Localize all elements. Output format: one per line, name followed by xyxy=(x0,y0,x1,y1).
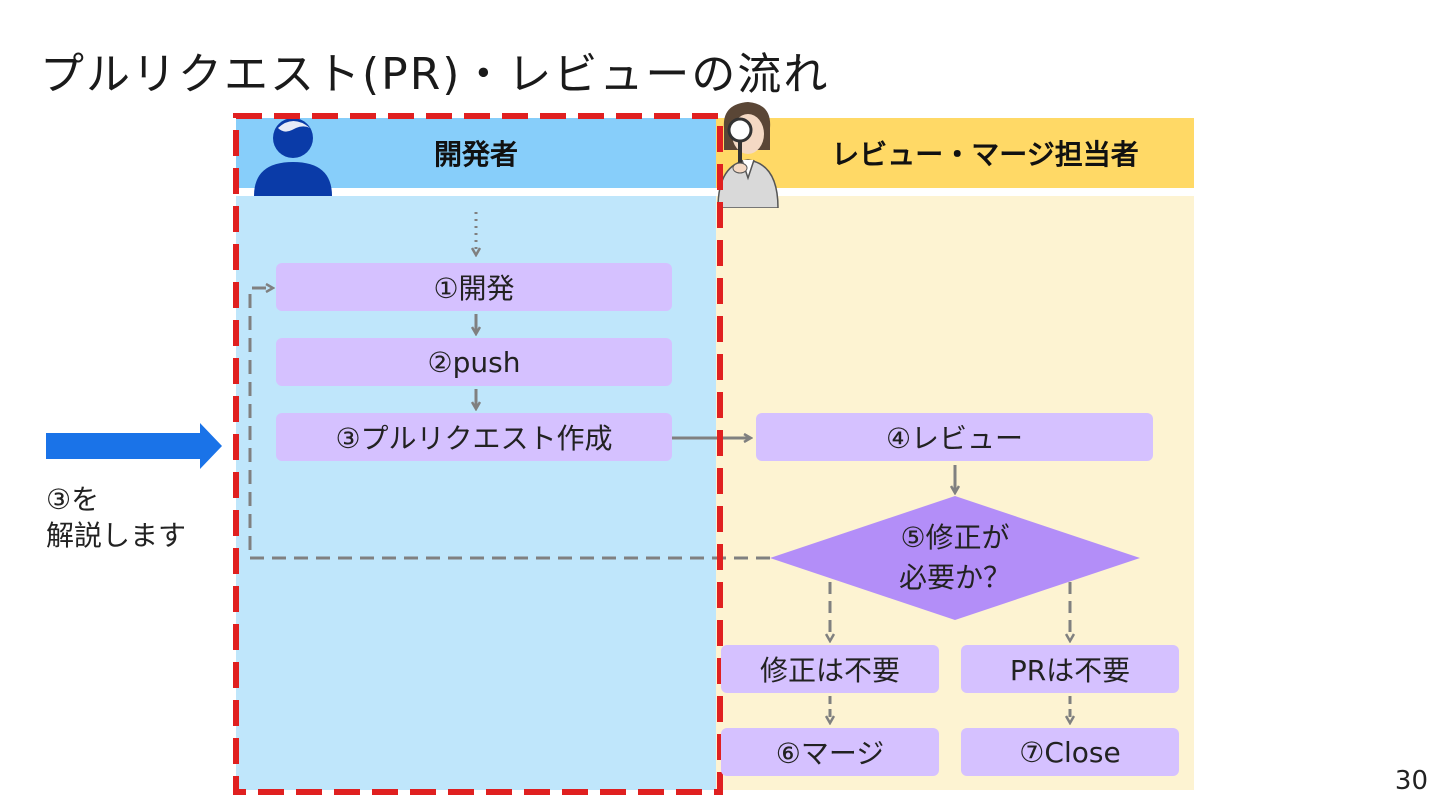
step-1-develop: ①開発 xyxy=(276,263,672,311)
decision-diamond xyxy=(770,496,1140,620)
decision-label: ⑤修正が 必要か？ xyxy=(840,518,1070,598)
step-7-label: ⑦Close xyxy=(1019,735,1121,769)
decision-label-line1: ⑤修正が xyxy=(900,521,1010,554)
step-1-label: ①開発 xyxy=(433,272,515,305)
reviewer-lane-label: レビュー・マージ担当者 xyxy=(831,138,1139,171)
step-2-label: ②push xyxy=(427,345,521,379)
step-4-label: ④レビュー xyxy=(885,422,1024,455)
developer-person-icon xyxy=(254,118,332,196)
explanation-note-line2: 解説します xyxy=(46,519,187,552)
reviewer-magnifier-person-icon xyxy=(717,102,779,208)
explanation-note-line1: ③を xyxy=(46,483,100,516)
pointer-arrow-icon xyxy=(46,423,222,469)
step-3-create-pr: ③プルリクエスト作成 xyxy=(276,413,672,461)
step-6-merge: ⑥マージ xyxy=(721,728,939,776)
page-number: 30 xyxy=(1394,766,1428,796)
feedback-loop-arrow xyxy=(248,288,770,560)
step-7-close: ⑦Close xyxy=(961,728,1179,776)
no-fix-needed-label: 修正は不要 xyxy=(759,654,900,687)
step-2-push: ②push xyxy=(276,338,672,386)
explanation-note: ③を 解説します xyxy=(46,482,186,554)
step-6-label: ⑥マージ xyxy=(775,737,885,770)
reviewer-lane-header: レビュー・マージ担当者 xyxy=(716,118,1194,188)
step-4-review: ④レビュー xyxy=(756,413,1153,461)
step-3-label: ③プルリクエスト作成 xyxy=(335,422,613,455)
decision-label-line2: 必要か？ xyxy=(898,561,1011,594)
developer-lane-label: 開発者 xyxy=(433,138,518,171)
highlight-dashed-border xyxy=(233,113,723,795)
no-fix-needed-box: 修正は不要 xyxy=(721,645,939,693)
no-pr-needed-label: PRは不要 xyxy=(1009,654,1131,687)
slide-title: プルリクエスト(PR)・レビューの流れ xyxy=(40,49,830,100)
no-pr-needed-box: PRは不要 xyxy=(961,645,1179,693)
